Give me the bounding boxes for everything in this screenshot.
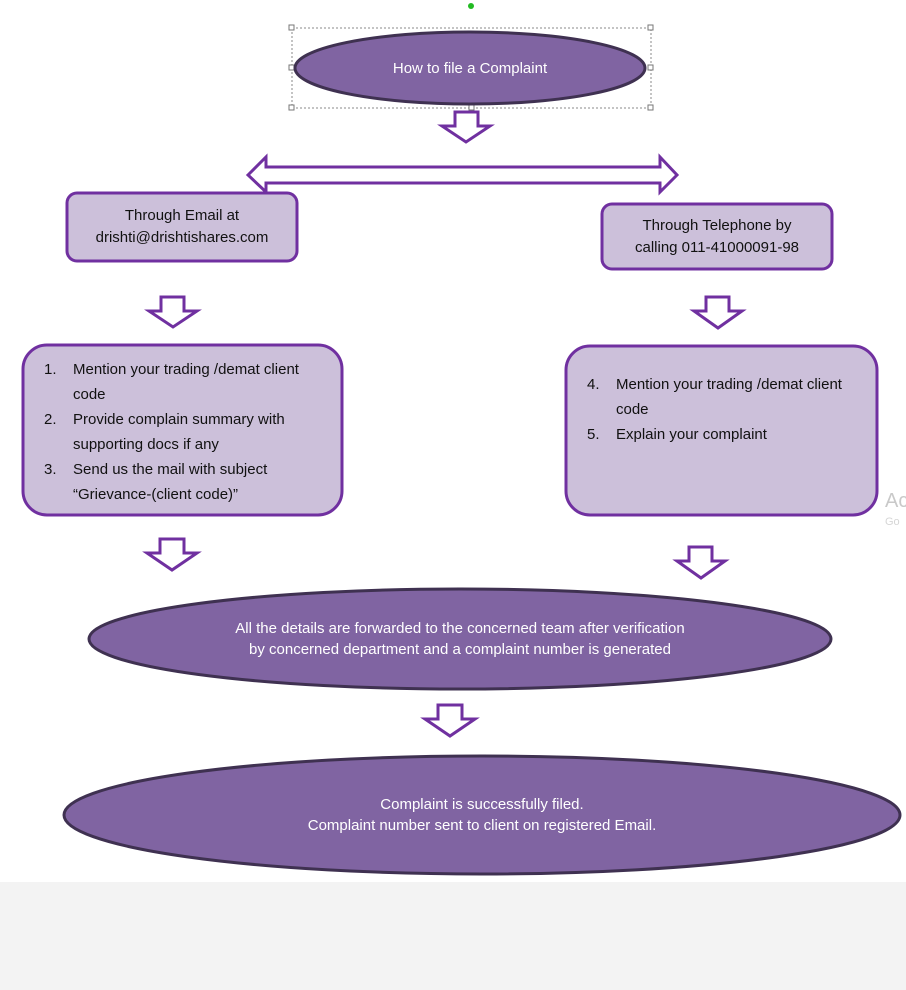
phone-box-line1: Through Telephone by bbox=[642, 216, 792, 234]
document-canvas: How to file a Complaint Through Email at… bbox=[0, 0, 906, 882]
list-item: 1. Mention your trading /demat client co… bbox=[44, 361, 299, 403]
phone-box-shape bbox=[600, 202, 834, 271]
email-box-shape bbox=[65, 191, 299, 263]
resize-handle[interactable] bbox=[468, 104, 475, 111]
title-oval-shape bbox=[293, 30, 647, 106]
email-box: Through Email at drishti@drishtishares.c… bbox=[67, 193, 297, 261]
email-steps-list: 1. Mention your trading /demat client co… bbox=[23, 357, 313, 507]
resize-handle[interactable] bbox=[647, 24, 654, 31]
list-item: 5. Explain your complaint bbox=[587, 426, 767, 443]
title-oval[interactable]: How to file a Complaint bbox=[295, 32, 645, 104]
email-box-line2: drishti@drishtishares.com bbox=[95, 229, 269, 246]
arrow-down-icon bbox=[689, 295, 747, 330]
list-item: 3. Send us the mail with subject “Grieva… bbox=[44, 461, 268, 503]
resize-handle[interactable] bbox=[647, 64, 654, 71]
arrow-down-icon bbox=[420, 703, 480, 738]
diagram-shapes bbox=[21, 3, 902, 876]
title-oval-label: How to file a Complaint bbox=[392, 59, 548, 77]
final-oval: Complaint is successfully filed. Complai… bbox=[120, 776, 844, 854]
final-oval-shape bbox=[62, 754, 902, 876]
final-oval-line1: Complaint is successfully filed. bbox=[380, 796, 584, 813]
rotate-handle[interactable] bbox=[468, 3, 474, 9]
phone-steps-list: 4. Mention your trading /demat client co… bbox=[566, 372, 846, 447]
final-oval-line2: Complaint number sent to client on regis… bbox=[307, 817, 657, 834]
list-item: 4. Mention your trading /demat client co… bbox=[587, 376, 842, 418]
resize-handle[interactable] bbox=[288, 104, 295, 111]
phone-steps-box-shape bbox=[564, 344, 879, 517]
page-gap-area bbox=[0, 882, 906, 990]
double-arrow-icon bbox=[245, 153, 680, 196]
forward-oval-line1: All the details are forwarded to the con… bbox=[235, 620, 685, 637]
resize-handle[interactable] bbox=[288, 64, 295, 71]
arrow-down-icon bbox=[144, 295, 202, 329]
resize-handle[interactable] bbox=[288, 24, 295, 31]
phone-box-line2: calling 011-41000091-98 bbox=[634, 238, 800, 256]
activation-watermark-sub: Go bbox=[885, 516, 900, 526]
forward-oval-line2: by concerned department and a complaint … bbox=[249, 641, 671, 658]
list-item: 2. Provide complain summary with support… bbox=[44, 411, 285, 453]
resize-handle[interactable] bbox=[647, 104, 654, 111]
selection-frame[interactable] bbox=[288, 3, 654, 111]
email-box-line1: Through Email at bbox=[124, 207, 240, 224]
forward-oval-shape bbox=[87, 587, 833, 691]
arrow-down-icon bbox=[142, 537, 202, 572]
arrow-down-icon bbox=[672, 545, 730, 580]
phone-box: Through Telephone by calling 011-4100009… bbox=[602, 204, 832, 269]
email-steps-box-shape bbox=[21, 343, 344, 517]
forward-oval: All the details are forwarded to the con… bbox=[110, 600, 810, 678]
arrow-down-icon bbox=[437, 110, 495, 144]
activation-watermark: Ac bbox=[885, 490, 906, 512]
